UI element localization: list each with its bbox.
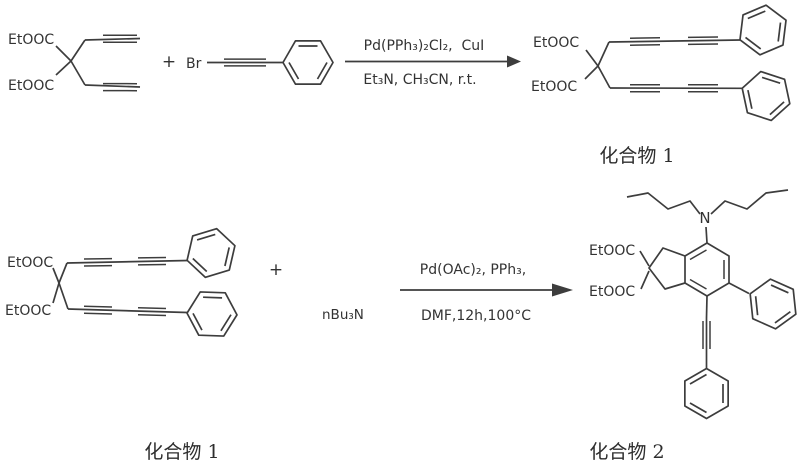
- nitrogen-atom-label: N: [699, 209, 710, 227]
- phenylethynyl-group: [705, 295, 708, 369]
- compound1-caption: 化合物 1: [599, 145, 674, 167]
- reaction1-bromoalkyne: Br: [186, 39, 334, 86]
- arrowhead: [507, 55, 521, 68]
- ester-label-bottom: EtOOC: [589, 284, 635, 300]
- butyl-chain-left: [626, 192, 701, 215]
- ester-label-bottom: EtOOC: [531, 79, 577, 95]
- indane-core: [648, 242, 730, 297]
- benzene-ring-bottom: [185, 290, 239, 338]
- alkyne-triple-bond: [702, 321, 711, 349]
- br-label: Br: [186, 56, 202, 72]
- reaction2-conditions-below: DMF,12h,100°C: [421, 308, 531, 324]
- phenyl-ring-right: [740, 273, 800, 335]
- reaction1-arrow: Pd(PPh₃)₂Cl₂, CuI Et₃N, CH₃CN, r.t.: [345, 38, 521, 88]
- ester-bonds: [639, 250, 650, 290]
- reaction1-conditions-above: Pd(PPh₃)₂Cl₂, CuI: [364, 38, 485, 54]
- benzene-ring-bottom: [734, 66, 798, 126]
- compound1-caption: 化合物 1: [144, 441, 219, 463]
- benzene-ring-top: [179, 224, 243, 282]
- reaction2-arrow: Pd(OAc)₂, PPh₃, DMF,12h,100°C: [400, 262, 573, 324]
- phenyl-bond: [728, 282, 750, 295]
- plus-sign: +: [269, 260, 283, 280]
- ester-label-bottom: EtOOC: [8, 78, 54, 94]
- compound2-caption: 化合物 2: [589, 441, 664, 463]
- dibutylamino-group: [626, 189, 789, 244]
- butyl-chain-right: [710, 189, 789, 215]
- diyne-triple-bonds: [83, 256, 167, 317]
- phenyl-ring-bottom: [683, 367, 730, 420]
- reaction1-diyne-reactant: EtOOC EtOOC: [8, 32, 141, 94]
- skeleton-bonds: [584, 39, 743, 90]
- ester-label-top: EtOOC: [7, 255, 53, 271]
- skeleton-bonds: [52, 259, 189, 314]
- ester-label-top: EtOOC: [533, 35, 579, 51]
- ester-label-top: EtOOC: [8, 32, 54, 48]
- reaction1-conditions-below: Et₃N, CH₃CN, r.t.: [363, 72, 476, 88]
- malonate-bonds: [55, 37, 141, 88]
- ester-label-bottom: EtOOC: [5, 303, 51, 319]
- alkyne-triple-bonds: [102, 34, 138, 92]
- ester-label-top: EtOOC: [589, 243, 635, 259]
- benzene-ring: [282, 39, 334, 86]
- amine-reagent-label: nBu₃N: [322, 307, 364, 323]
- reaction1-product-compound1: EtOOC EtOOC 化合物 1: [531, 0, 798, 167]
- arrowhead: [552, 283, 573, 297]
- benzene-ring-top: [730, 0, 796, 61]
- reaction2-conditions-above: Pd(OAc)₂, PPh₃,: [420, 262, 526, 278]
- reaction2-reactant-compound1: EtOOC EtOOC 化合物 1: [5, 224, 243, 463]
- reaction2-product-compound2: N EtOOC EtOOC 化合物 2: [589, 189, 800, 463]
- aromatic-inner-bonds: [689, 249, 725, 290]
- alkyne-triple-bond: [224, 58, 266, 67]
- diyne-triple-bonds: [629, 36, 719, 93]
- plus-sign: +: [162, 52, 176, 72]
